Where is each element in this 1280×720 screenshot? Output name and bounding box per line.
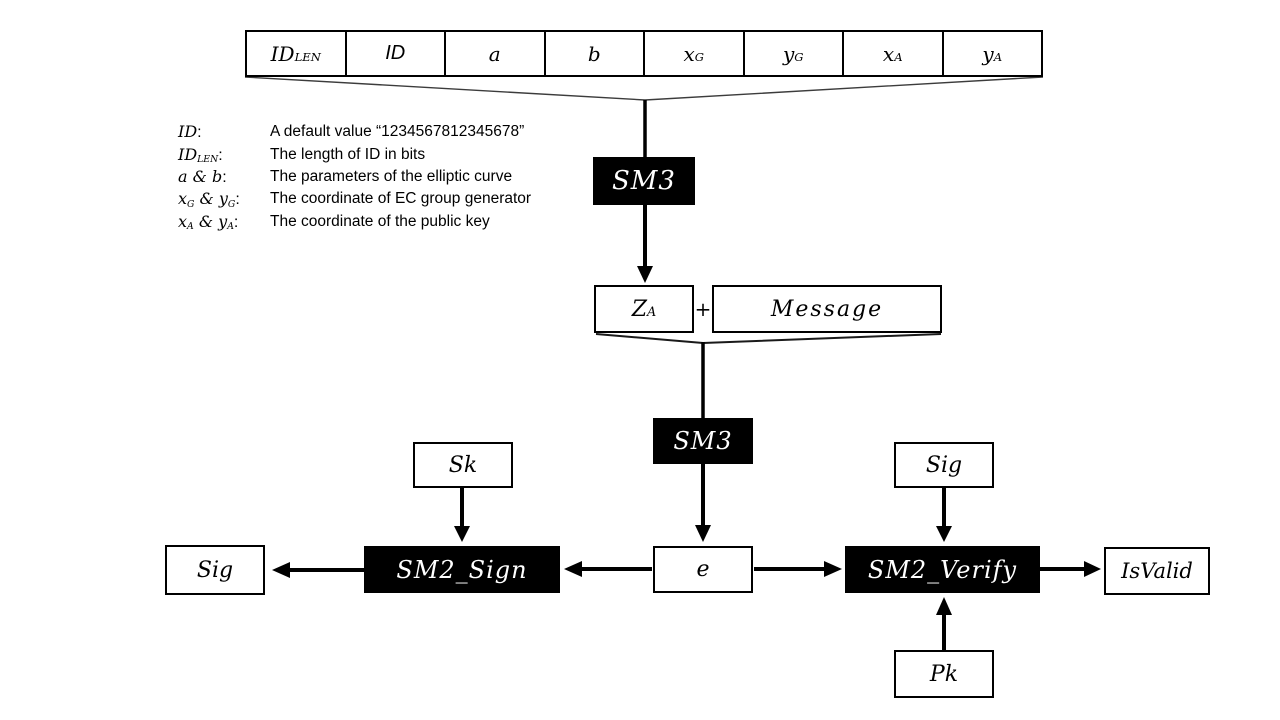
e-label: e	[696, 557, 710, 582]
sm3-hash-box-mid: SM3	[653, 418, 753, 464]
pk-label: Pk	[929, 661, 959, 687]
sk-box: Sk	[413, 442, 513, 488]
legend-symbol: ID:	[178, 122, 202, 142]
arrowhead-right	[824, 561, 842, 577]
pk-box: Pk	[894, 650, 994, 698]
sm3-label: SM3	[612, 166, 676, 196]
table-cell-a: a	[444, 32, 544, 75]
arrowhead-down	[454, 526, 470, 542]
arrowhead-up	[936, 597, 952, 615]
cell-label: ID	[270, 41, 295, 66]
sig-label: Sig	[925, 452, 963, 478]
za-subscript: A	[647, 305, 657, 321]
legend-row: xG & yG: The coordinate of EC group gene…	[178, 188, 618, 210]
cell-subscript: LEN	[294, 49, 321, 64]
legend-description: A default value “1234567812345678”	[270, 123, 525, 141]
cell-subscript: A	[894, 49, 903, 64]
legend-row: a & b: The parameters of the elliptic cu…	[178, 166, 618, 188]
arrowhead-left	[272, 562, 290, 578]
message-box: Message	[712, 285, 942, 333]
cell-label: y	[982, 41, 994, 66]
legend-symbol: xG & yG:	[178, 189, 240, 210]
legend-symbol: a & b:	[178, 166, 227, 186]
arrowhead-down	[936, 526, 952, 542]
sm3-hash-box-top: SM3	[593, 157, 695, 205]
sm2-verify-box: SM2_Verify	[845, 546, 1040, 593]
arrowhead-left	[564, 561, 582, 577]
legend-description: The parameters of the elliptic curve	[270, 167, 513, 185]
plus-sign: +	[694, 294, 712, 324]
cell-label: y	[782, 41, 795, 66]
sk-label: Sk	[448, 452, 478, 478]
sm2-verify-label: SM2_Verify	[867, 555, 1018, 584]
legend-symbol: xA & yA:	[178, 211, 239, 233]
plus-label: +	[694, 297, 712, 321]
arrowhead-down	[695, 525, 711, 542]
sig-output-box: Sig	[165, 545, 265, 595]
table-cell-id: ID	[344, 32, 445, 75]
table-cell-b: b	[543, 32, 644, 75]
legend-row: xA & yA: The coordinate of the public ke…	[178, 211, 618, 233]
cell-label: b	[587, 41, 601, 66]
e-box: e	[653, 546, 753, 593]
sm2-sign-box: SM2_Sign	[364, 546, 560, 593]
legend-description: The coordinate of the public key	[270, 212, 490, 230]
legend-row: IDLEN: The length of ID in bits	[178, 143, 618, 166]
legend-symbol: IDLEN:	[178, 144, 223, 166]
cell-subscript: G	[694, 49, 705, 64]
cell-label: x	[882, 41, 895, 66]
cell-subscript: A	[993, 49, 1003, 64]
sm3-label: SM3	[673, 427, 733, 455]
sig-label: Sig	[196, 557, 234, 583]
isvalid-box: IsValid	[1104, 547, 1210, 595]
sm2-sign-label: SM2_Sign	[396, 555, 528, 584]
cell-label: ID	[385, 42, 406, 64]
isvalid-label: IsValid	[1121, 559, 1193, 583]
sig-input-box: Sig	[894, 442, 994, 488]
legend-description: The coordinate of EC group generator	[270, 190, 532, 208]
funnel-za-message-to-sm3	[595, 333, 942, 345]
legend-description: The length of ID in bits	[270, 145, 426, 163]
cell-subscript: G	[794, 49, 804, 64]
za-label: Z	[631, 296, 648, 322]
cell-label: x	[683, 41, 695, 66]
cell-label: a	[488, 41, 501, 66]
legend: ID: A default value “1234567812345678” I…	[178, 121, 618, 233]
legend-row: ID: A default value “1234567812345678”	[178, 121, 618, 143]
funnel-table-to-sm3	[244, 76, 1044, 101]
message-label: Message	[770, 296, 884, 322]
arrowhead-right	[1084, 561, 1101, 577]
arrowhead-down	[637, 266, 653, 283]
